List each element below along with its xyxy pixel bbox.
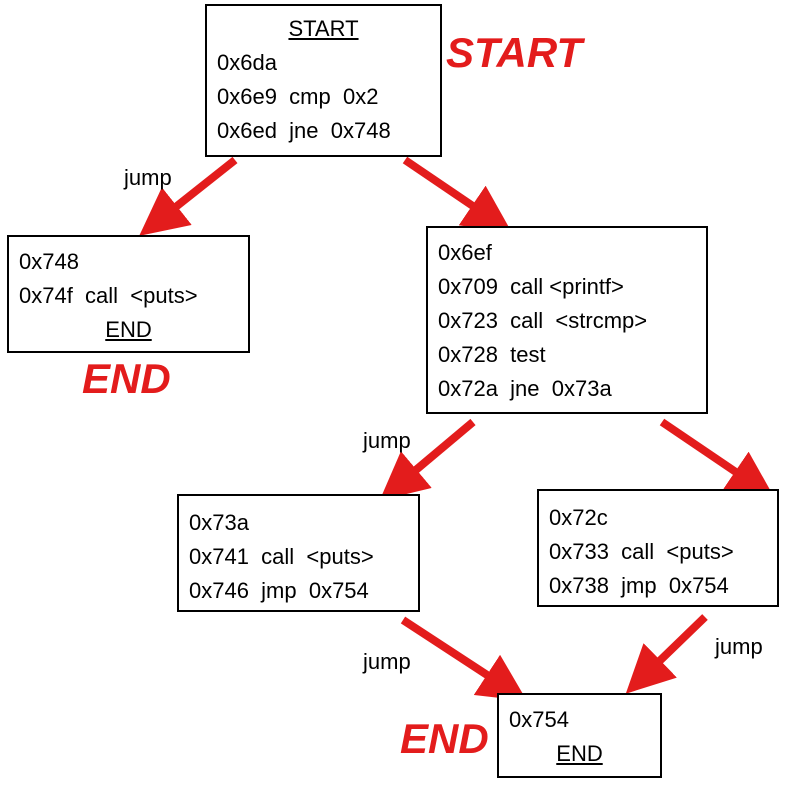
block-start-line-2: 0x6e9 cmp 0x2 <box>217 84 379 109</box>
edge-label-jump-3: jump <box>363 649 411 674</box>
arrow-bottom-right-to-final-end <box>625 614 708 694</box>
end-big-label-bottom: END <box>400 715 489 762</box>
arrow-middle-to-bottom-right <box>659 418 775 499</box>
block-final-end-line-1: 0x754 <box>509 707 569 732</box>
edge-label-jump-4: jump <box>715 634 763 659</box>
block-final-end: 0x754 END <box>497 693 662 778</box>
block-bottom-left: 0x73a 0x741 call <puts> 0x746 jmp 0x754 <box>177 494 420 612</box>
end-big-label-left: END <box>82 355 171 402</box>
block-bottom-right-line-1: 0x72c <box>549 505 608 530</box>
block-middle-line-5: 0x72a jne 0x73a <box>438 376 612 401</box>
block-start-line-1: 0x6da <box>217 50 277 75</box>
block-start: START 0x6da 0x6e9 cmp 0x2 0x6ed jne 0x74… <box>205 4 442 157</box>
block-bottom-right: 0x72c 0x733 call <puts> 0x738 jmp 0x754 <box>537 489 779 607</box>
arrow-bottom-left-to-final-end <box>400 616 528 702</box>
block-middle-line-1: 0x6ef <box>438 240 492 265</box>
block-bottom-left-line-1: 0x73a <box>189 510 249 535</box>
block-start-title: START <box>288 16 359 41</box>
block-middle-line-3: 0x723 call <strcmp> <box>438 308 648 333</box>
block-bottom-left-line-3: 0x746 jmp 0x754 <box>189 578 369 603</box>
start-big-label: START <box>446 29 583 76</box>
block-left-end: 0x748 0x74f call <puts> END <box>7 235 250 353</box>
block-final-end-footer: END <box>556 741 603 766</box>
block-bottom-left-line-2: 0x741 call <puts> <box>189 544 374 569</box>
arrow-start-to-left-end <box>139 156 238 236</box>
block-bottom-right-line-2: 0x733 call <puts> <box>549 539 734 564</box>
block-start-line-3: 0x6ed jne 0x748 <box>217 118 391 143</box>
block-left-end-footer: END <box>105 317 152 342</box>
arrow-middle-to-bottom-left <box>379 418 476 501</box>
arrow-start-to-middle <box>402 156 512 233</box>
block-left-end-line-2: 0x74f call <puts> <box>19 283 198 308</box>
block-middle-line-4: 0x728 test <box>438 342 546 367</box>
edge-label-jump-2: jump <box>363 428 411 453</box>
edge-label-jump-1: jump <box>124 165 172 190</box>
block-middle: 0x6ef 0x709 call <printf> 0x723 call <st… <box>426 226 708 414</box>
block-bottom-right-line-3: 0x738 jmp 0x754 <box>549 573 729 598</box>
block-middle-line-2: 0x709 call <printf> <box>438 274 624 299</box>
block-left-end-line-1: 0x748 <box>19 249 79 274</box>
